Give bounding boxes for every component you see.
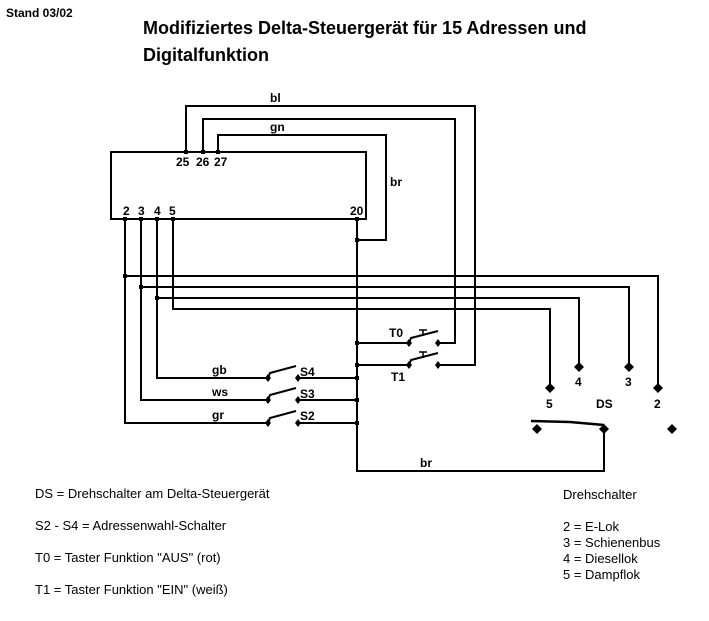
pin-5: 5 bbox=[169, 204, 176, 218]
rotary-switch-lever bbox=[530, 419, 605, 427]
legend-t0: T0 = Taster Funktion "AUS" (rot) bbox=[35, 550, 221, 565]
title-line-1: Modifiziertes Delta-Steuergerät für 15 A… bbox=[143, 18, 587, 38]
switch-s3-lever bbox=[267, 387, 297, 401]
wire-ds4 bbox=[157, 297, 580, 367]
rotary-legend-item: 4 = Diesellok bbox=[563, 551, 638, 566]
pin-20: 20 bbox=[350, 204, 364, 218]
pin-4: 4 bbox=[154, 204, 161, 218]
wire-bl bbox=[185, 105, 476, 366]
label-s2: S2 bbox=[300, 409, 315, 423]
label-gb: gb bbox=[212, 363, 227, 377]
revision-stamp: Stand 03/02 bbox=[6, 6, 73, 20]
label-s4: S4 bbox=[300, 365, 315, 379]
diagram-title: Modifiziertes Delta-Steuergerät für 15 A… bbox=[143, 15, 586, 69]
legend-s: S2 - S4 = Adressenwahl-Schalter bbox=[35, 518, 227, 533]
label-ws: ws bbox=[211, 385, 228, 399]
label-br-bottom: br bbox=[420, 456, 432, 470]
label-t0: T0 bbox=[389, 326, 403, 340]
legend-ds: DS = Drehschalter am Delta-Steuergerät bbox=[35, 486, 270, 501]
wire-br-top bbox=[217, 134, 387, 241]
pin-2: 2 bbox=[123, 204, 130, 218]
ds-label-5: 5 bbox=[546, 397, 553, 411]
rotary-legend-item: 3 = Schienenbus bbox=[563, 535, 661, 550]
pin-26: 26 bbox=[196, 155, 210, 169]
wire-gn bbox=[202, 118, 456, 344]
ds-label-2: 2 bbox=[654, 397, 661, 411]
wire-ds2 bbox=[125, 275, 659, 388]
rotary-legend-item: 5 = Dampflok bbox=[563, 567, 640, 582]
rotary-legend-title: Drehschalter bbox=[563, 487, 637, 502]
switch-s2-lever bbox=[267, 410, 297, 424]
pin-3: 3 bbox=[138, 204, 145, 218]
legend-t1: T1 = Taster Funktion "EIN" (weiß) bbox=[35, 582, 228, 597]
ds-label: DS bbox=[596, 397, 613, 411]
wire-pin5 bbox=[172, 219, 551, 388]
switch-s4-lever bbox=[267, 365, 297, 379]
pin-25: 25 bbox=[176, 155, 190, 169]
ds-terminal-5 bbox=[545, 383, 555, 393]
title-line-2: Digitalfunktion bbox=[143, 45, 269, 65]
ds-terminal-3 bbox=[624, 362, 634, 372]
wire-pin2 bbox=[124, 219, 268, 424]
wire-ds3 bbox=[141, 286, 630, 367]
wire-bus-20 bbox=[356, 219, 605, 472]
wire-pin3 bbox=[140, 219, 268, 401]
control-unit-box bbox=[110, 151, 367, 220]
ds-label-3: 3 bbox=[625, 375, 632, 389]
wire-pin4 bbox=[156, 219, 268, 379]
label-gr: gr bbox=[212, 408, 224, 422]
rotary-legend-list: 2 = E-Lok 3 = Schienenbus 4 = Diesellok … bbox=[563, 519, 660, 583]
rotary-legend-item: 2 = E-Lok bbox=[563, 519, 620, 534]
ds-terminal-4 bbox=[574, 362, 584, 372]
label-t1: T1 bbox=[391, 370, 405, 384]
ds-label-4: 4 bbox=[575, 375, 582, 389]
label-s3: S3 bbox=[300, 387, 315, 401]
ds-terminal-2 bbox=[653, 383, 663, 393]
label-bl: bl bbox=[270, 91, 281, 105]
label-gn: gn bbox=[270, 120, 285, 134]
label-br-top: br bbox=[390, 175, 402, 189]
pin-27: 27 bbox=[214, 155, 228, 169]
